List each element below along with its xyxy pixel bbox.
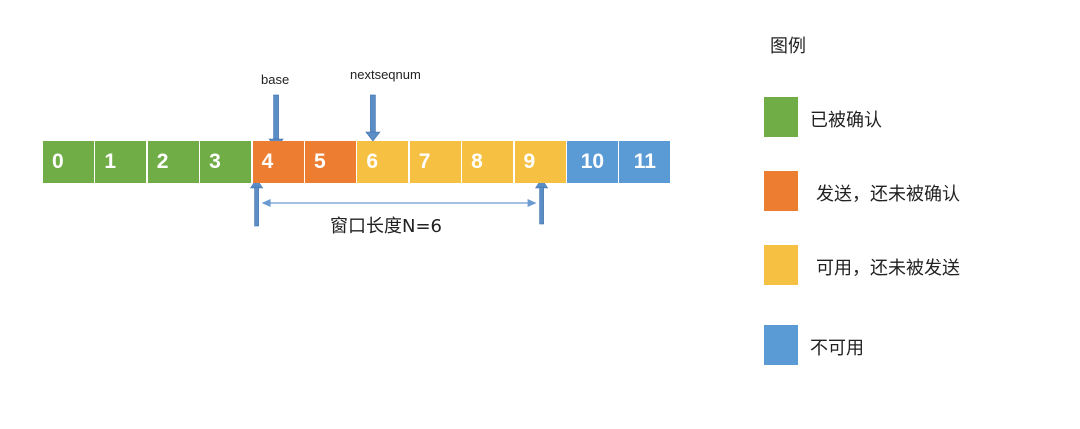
nextseqnum-pointer-arrow-shaft [370, 94, 376, 134]
seq-cell-5: 5 [304, 141, 356, 183]
seq-cell-0: 0 [43, 141, 94, 183]
legend-label-acked: 已被确认 [810, 110, 882, 131]
legend-item-unusable: 不可用 [764, 325, 1064, 365]
window-start-arrow-shaft [254, 186, 259, 227]
seq-cell-10: 10 [566, 141, 618, 183]
nextseqnum-pointer-label: nextseqnum [350, 67, 421, 82]
seq-cell-9: 9 [514, 141, 566, 183]
base-pointer-label: base [261, 72, 290, 87]
legend-title: 图例 [770, 36, 806, 57]
seq-cell-11: 11 [619, 141, 671, 183]
seq-cell-1: 1 [95, 141, 147, 183]
legend-item-acked: 已被确认 [764, 97, 1064, 137]
legend-swatch-unusable [764, 325, 798, 365]
window-end-arrow-shaft [539, 186, 544, 225]
seq-cell-3: 3 [200, 141, 252, 183]
seq-cell-7: 7 [409, 141, 461, 183]
seq-cell-6: 6 [357, 141, 409, 183]
window-span-left-head [261, 199, 271, 207]
base-pointer-arrow-shaft [273, 94, 279, 141]
seq-cell-4: 4 [252, 141, 304, 183]
seq-cell-2: 2 [147, 141, 199, 183]
legend-swatch-usable [764, 245, 798, 285]
legend-item-sent: 发送，还未被确认 [764, 171, 1064, 211]
legend-swatch-sent [764, 171, 798, 211]
legend-swatch-acked [764, 97, 798, 137]
pointer-layer [250, 94, 549, 227]
legend-item-usable: 可用，还未被发送 [764, 245, 1064, 285]
legend-label-unusable: 不可用 [810, 338, 864, 359]
legend-label-usable: 可用，还未被发送 [816, 258, 960, 279]
seq-cell-8: 8 [462, 141, 514, 183]
window-length-label: 窗口长度N=6 [330, 216, 442, 237]
nextseqnum-pointer-arrow-head [365, 131, 381, 142]
legend-label-sent: 发送，还未被确认 [816, 184, 960, 205]
window-span-right-head [527, 199, 537, 207]
